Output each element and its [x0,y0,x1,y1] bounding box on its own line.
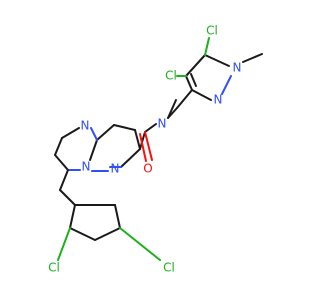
atom-label-o-carbonyl: O [143,162,152,176]
molecule-structure: Cl Cl Cl Cl N N N O N N N [48,24,263,275]
bond [120,148,141,168]
atom-label-n-pyrazole-1: N [233,61,242,75]
bond [89,139,98,161]
bond [57,227,71,261]
atom-label-cl-pyrazole-5: Cl [206,24,218,38]
bond [191,89,212,101]
bond-layer [54,37,263,261]
bond [176,89,193,109]
bond [221,75,232,95]
bond [204,37,210,56]
atom-label-n-amide: N [158,117,167,131]
bond [114,204,121,229]
bond [242,53,263,63]
bond [94,227,121,241]
bond [144,131,153,161]
bond [185,54,206,77]
bond [204,54,230,67]
bond [59,169,69,191]
bond [113,124,136,131]
bond [54,137,63,156]
bond [144,123,157,133]
bond [185,75,193,91]
bond [190,73,197,87]
bond [167,99,177,119]
bond [54,154,69,171]
bond [90,127,98,141]
atom-label-cl-phenyl-3: Cl [48,261,60,275]
molecule-canvas: Cl Cl Cl Cl N N N O N N N [48,24,263,275]
bond [119,227,161,261]
bond [69,204,76,229]
bond [134,129,141,150]
atom-label-cl-phenyl-5: Cl [163,261,175,275]
atom-label-n-pyrazole-2: N [214,93,223,107]
atom-label-n-bridge: N [82,160,91,174]
atom-label-layer: Cl Cl Cl Cl N N N O N N N [48,24,241,275]
bond [96,124,115,141]
atom-label-n-pyrimidine-4: N [81,119,90,133]
bond [139,133,147,162]
bond [61,127,80,139]
bond [139,131,146,150]
bond [69,227,96,241]
bond [59,189,76,206]
atom-label-cl-pyrazole-4: Cl [165,69,177,83]
atom-label-n-pyrazole-ring: N [111,162,120,176]
